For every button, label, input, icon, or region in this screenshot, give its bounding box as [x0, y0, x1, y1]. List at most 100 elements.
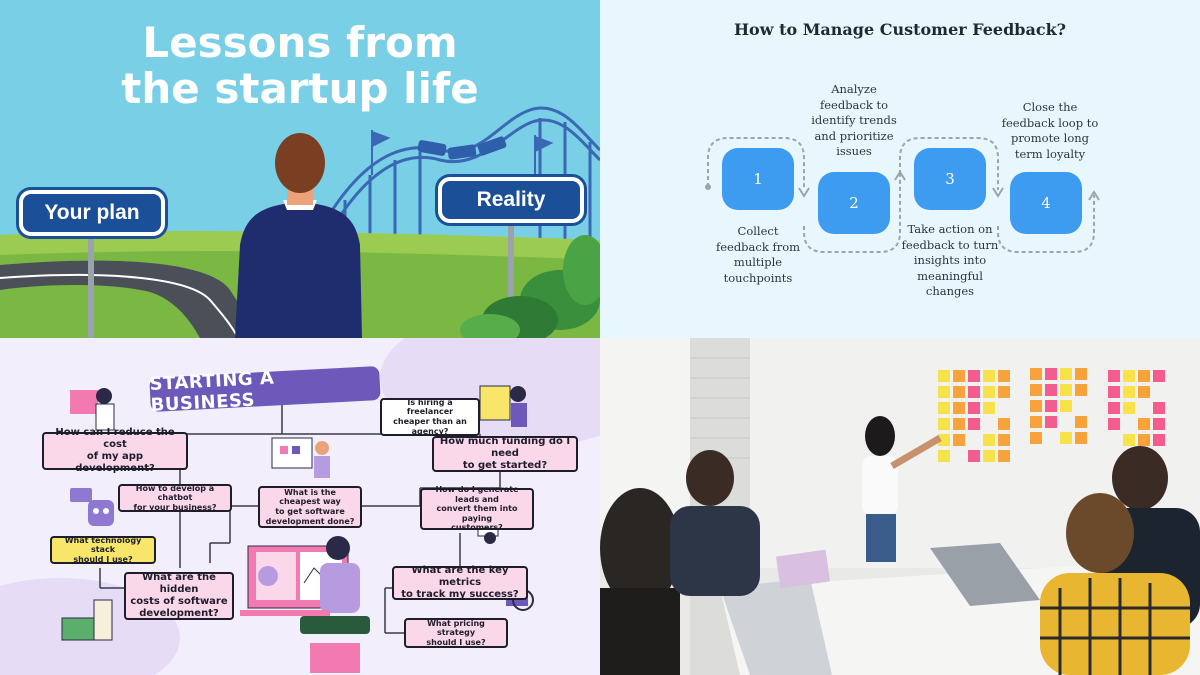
- sticky-note: [953, 386, 965, 398]
- question-pricing: What pricing strategy should I use?: [404, 618, 508, 648]
- cheapest-way-line-2: to get software: [275, 507, 345, 516]
- sticky-note: [1060, 368, 1072, 380]
- sticky-note: [1060, 432, 1072, 444]
- tech-stack-line-1: What technology stack: [64, 535, 142, 555]
- hidden-costs-line-1: What are the hidden: [142, 572, 216, 595]
- plants: [460, 235, 600, 338]
- customer-feedback-panel: How to Manage Customer Feedback? 1 2 3 4…: [600, 0, 1200, 338]
- chatbot-line-1: How to develop a chatbot: [135, 483, 215, 503]
- sticky-note: [968, 418, 980, 430]
- freelancer-line-1: Is hiring a freelancer: [406, 397, 454, 417]
- sticky-note: [1123, 386, 1135, 398]
- sticky-note: [1075, 368, 1087, 380]
- sticky-note: [968, 450, 980, 462]
- question-leads: How do I generate leads and convert them…: [420, 485, 534, 533]
- freelancer-line-2: cheaper than an: [393, 417, 467, 426]
- sticky-note: [938, 402, 950, 414]
- sticky-note: [1075, 432, 1087, 444]
- sticky-note: [1108, 386, 1120, 398]
- sticky-note: [983, 450, 995, 462]
- tech-stack-line-2: should I use?: [73, 554, 133, 564]
- hidden-costs-line-3: development?: [139, 608, 219, 619]
- leads-line-2: convert them into paying: [436, 504, 518, 523]
- business-illustrations: [61, 385, 534, 673]
- cheapest-way-line-1: What is the cheapest way: [279, 487, 341, 507]
- sign-post-right: [508, 220, 514, 338]
- sign-post-left: [88, 234, 94, 338]
- sticky-note: [938, 434, 950, 446]
- question-tech-stack: What technology stack should I use?: [50, 536, 156, 564]
- sticky-notes: [938, 368, 1165, 462]
- starting-business-panel: STARTING A BUSINESS How can I reduce the…: [0, 338, 600, 675]
- sticky-note: [1060, 400, 1072, 412]
- step-4-number: 4: [1041, 194, 1051, 212]
- sticky-note: [1045, 368, 1057, 380]
- sticky-note: [938, 418, 950, 430]
- metrics-line-1: What are the key metrics: [411, 565, 509, 588]
- step-2-line-4: and prioritize: [814, 128, 894, 143]
- presenter: [862, 416, 942, 562]
- sticky-note: [1030, 400, 1042, 412]
- business-banner: STARTING A BUSINESS: [149, 366, 381, 416]
- sticky-note: [1108, 370, 1120, 382]
- question-chatbot: How to develop a chatbot for your busine…: [118, 484, 232, 512]
- sticky-note: [938, 370, 950, 382]
- sticky-note: [1138, 434, 1150, 446]
- step-3-line-2: feedback to turn: [901, 237, 999, 252]
- arrow-4: [997, 195, 1095, 253]
- meeting-scene: [600, 338, 1200, 675]
- step-2-line-2: feedback to: [819, 97, 889, 112]
- sticky-note: [998, 450, 1010, 462]
- sticky-note: [1138, 370, 1150, 382]
- feedback-flow-arrows: [705, 137, 1100, 253]
- funding-line-2: to get started?: [462, 460, 548, 471]
- sticky-note: [1045, 416, 1057, 428]
- sticky-note: [983, 386, 995, 398]
- sticky-note: [1108, 402, 1120, 414]
- arrow-3: [899, 137, 999, 190]
- question-reduce-cost: How can I reduce the cost of my app deve…: [42, 427, 188, 474]
- sticky-note: [1138, 418, 1150, 430]
- sticky-note: [968, 370, 980, 382]
- title-line-1: Lessons from: [142, 18, 458, 67]
- step-2-line-5: issues: [836, 144, 872, 158]
- sticky-note: [998, 386, 1010, 398]
- sticky-note: [983, 370, 995, 382]
- step-3-line-3: insights into: [913, 253, 987, 267]
- question-freelancer: Is hiring a freelancer cheaper than an a…: [380, 398, 480, 436]
- sticky-note: [1153, 418, 1165, 430]
- step-2-number: 2: [849, 194, 859, 212]
- step-2-line-3: identify trends: [811, 113, 897, 127]
- arrow-2: [803, 174, 901, 253]
- step-2-line-1: Analyze: [831, 82, 877, 96]
- funding-line-1: How much funding do I need: [439, 436, 571, 459]
- sticky-note: [1153, 434, 1165, 446]
- reduce-cost-line-1: How can I reduce the cost: [55, 427, 175, 450]
- step-3-text: Take action on feedback to turn insights…: [890, 222, 1010, 300]
- sticky-note: [1138, 386, 1150, 398]
- sticky-note: [998, 418, 1010, 430]
- step-4-text: Close the feedback loop to promote long …: [986, 100, 1114, 162]
- step-1-text: Collect feedback from multiple touchpoin…: [698, 224, 818, 286]
- pricing-line-1: What pricing strategy: [427, 618, 485, 638]
- step-3-line-4: meaningful: [917, 268, 983, 283]
- your-plan-sign: Your plan: [19, 190, 165, 236]
- sticky-note: [1153, 370, 1165, 382]
- leads-line-3: customers?: [451, 523, 503, 533]
- question-metrics: What are the key metrics to track my suc…: [392, 565, 528, 600]
- startup-scene: [0, 106, 600, 338]
- step-2-text: Analyze feedback to identify trends and …: [794, 82, 914, 160]
- sticky-note: [953, 418, 965, 430]
- sticky-note: [983, 402, 995, 414]
- startup-lessons-panel: Lessons from the startup life Your plan …: [0, 0, 600, 338]
- reduce-cost-line-2: of my app development?: [75, 451, 155, 474]
- sticky-note: [998, 370, 1010, 382]
- sticky-note: [968, 402, 980, 414]
- sticky-note: [1123, 402, 1135, 414]
- hidden-costs-line-2: costs of software: [130, 596, 228, 607]
- step-3-line-5: changes: [925, 284, 975, 298]
- sticky-note: [1153, 402, 1165, 414]
- step-4-line-4: term loyalty: [1014, 146, 1086, 161]
- step-4-line-3: promote long: [1010, 131, 1090, 145]
- sticky-note: [953, 402, 965, 414]
